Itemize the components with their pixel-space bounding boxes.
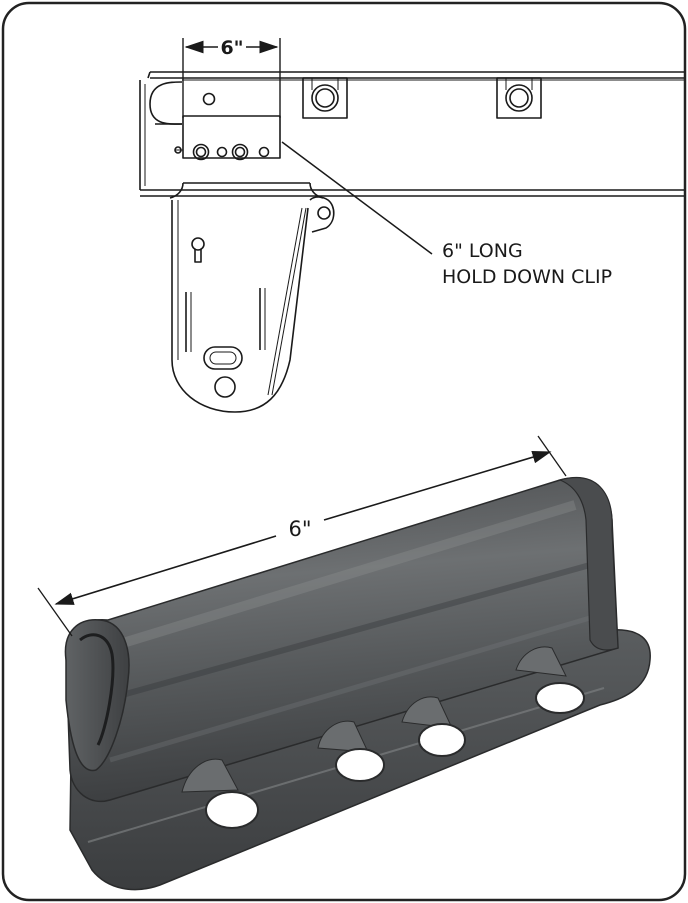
bottom-dimension: 6" (37, 435, 567, 637)
rail-assembly-drawing (139, 71, 684, 413)
clip-hole (205, 791, 259, 829)
bottom-dimension-label: 6" (288, 517, 311, 541)
hold-down-clip-render (64, 477, 651, 891)
clip-hole (535, 682, 585, 714)
callout-leader-line (281, 141, 433, 255)
clip-hole (335, 748, 385, 782)
rail-bracket (496, 77, 542, 119)
clip-hole (418, 723, 466, 757)
hold-down-clip-plate (182, 115, 281, 159)
top-dimension: 6" (182, 37, 281, 118)
rail-bracket (302, 77, 348, 119)
top-dimension-label: 6" (220, 37, 243, 59)
callout-label-line2: HOLD DOWN CLIP (442, 266, 612, 288)
callout-label-line1: 6" LONG (442, 240, 523, 262)
